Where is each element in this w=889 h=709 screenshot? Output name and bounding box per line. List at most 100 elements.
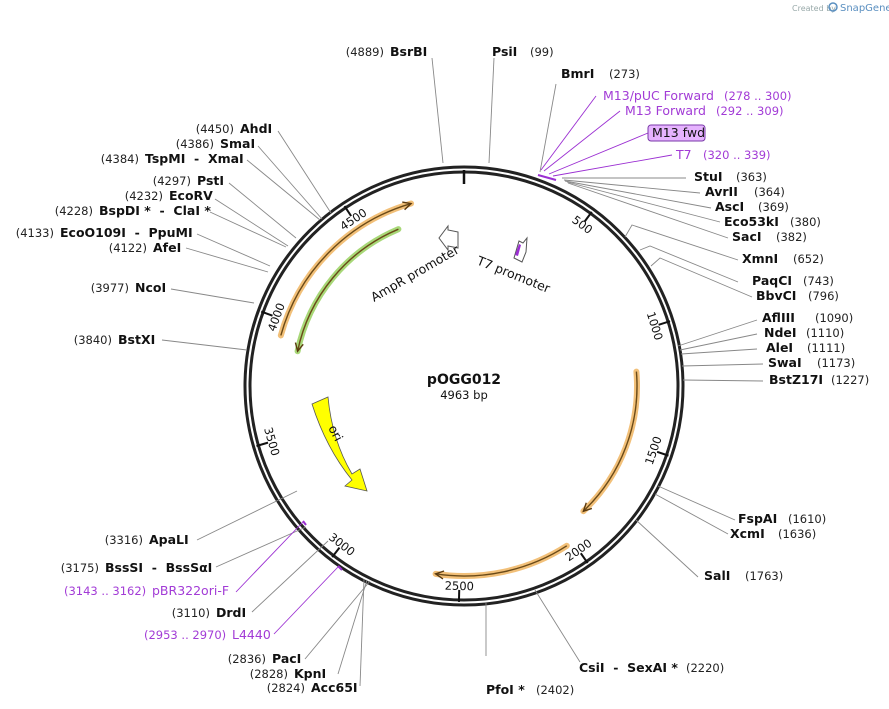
pbr322ori-primer-mark: [302, 520, 307, 526]
tick-label: 1000: [644, 310, 666, 342]
site-bmri: BmrI: [561, 66, 594, 81]
t7-primer-mark: [515, 244, 521, 256]
site-fspai-pos: (1610): [788, 512, 826, 526]
site-bsrbi-pos: (4889): [346, 45, 384, 59]
tick-mark: [331, 546, 341, 558]
site-paci: PacI: [272, 651, 301, 666]
site-bbvci-pos: (796): [808, 289, 839, 303]
site-bsrbi: BsrBI: [390, 44, 427, 59]
site-ecorv-pos: (4232): [125, 189, 163, 203]
site-ahdi: AhdI: [240, 121, 272, 136]
site-psii-pos: (99): [530, 45, 554, 59]
primer-m13-forward: M13 Forward: [625, 103, 706, 118]
orange-feature-right-arc-glow: [580, 368, 640, 515]
feature-arcs: [277, 200, 640, 580]
site-psti-pos: (4297): [153, 174, 191, 188]
site-acc65i: Acc65I: [311, 680, 358, 695]
site-bstxi-pos: (3840): [74, 333, 112, 347]
site-drdi-pos: (3110): [172, 606, 210, 620]
primer-l4440-range: (2953 .. 2970): [144, 628, 226, 642]
primer-t7: T7: [675, 147, 692, 162]
primer-t7-range: (320 .. 339): [703, 148, 771, 162]
plasmid-name: pOGG012: [427, 372, 501, 388]
site-saci-pos: (382): [776, 230, 807, 244]
site-bsssi: BssSI - BssSαI: [105, 560, 212, 575]
site-csii-sexai: CsiI - SexAI *: [579, 660, 678, 675]
ori-label: ori: [325, 422, 346, 443]
site-paqci-pos: (743): [803, 274, 834, 288]
site-pfoi: PfoI *: [486, 682, 525, 697]
site-psti: PstI: [197, 173, 224, 188]
primer-l4440: L4440: [232, 627, 271, 642]
site-afliii-pos: (1090): [815, 311, 853, 325]
site-labels-left: (4889) BsrBI (4450) AhdI (4386) SmaI (43…: [16, 44, 428, 695]
site-acc65i-pos: (2824): [267, 681, 305, 695]
tick-mark: [343, 205, 352, 217]
site-swai: SwaI: [768, 355, 802, 370]
green-feature-arrowhead: [294, 342, 304, 353]
site-labels-right: PsiI (99) BmrI (273) StuI (363) AvrII (3…: [486, 44, 869, 697]
backbone-outer: [243, 165, 685, 607]
site-swai-pos: (1173): [817, 356, 855, 370]
tick-label: 500: [569, 213, 595, 237]
site-psii: PsiI: [492, 44, 517, 59]
site-bstz17i: BstZ17I: [769, 372, 823, 387]
site-paci-pos: (2836): [228, 652, 266, 666]
credit-brand: SnapGene: [840, 3, 889, 14]
site-bsssi-pos: (3175): [61, 561, 99, 575]
site-tspmi-xmai: TspMI - XmaI: [145, 151, 244, 166]
site-afei-pos: (4122): [109, 241, 147, 255]
site-bstz17i-pos: (1227): [831, 373, 869, 387]
site-avrii: AvrII: [705, 184, 738, 199]
site-drdi: DrdI: [216, 605, 246, 620]
orange-feature-bottom-arc: [435, 545, 568, 577]
site-ecoo109i-ppumi: EcoO109I - PpuMI: [60, 225, 193, 240]
site-ndei-pos: (1110): [806, 326, 844, 340]
orange-feature-top-arc: [280, 202, 412, 336]
m13-primer-mark: [537, 174, 557, 181]
site-ncoi-pos: (3977): [91, 281, 129, 295]
site-ndei: NdeI: [764, 325, 797, 340]
site-pfoi-pos: (2402): [536, 683, 574, 697]
orange-feature-top-arrowhead: [402, 201, 413, 211]
site-bstxi: BstXI: [118, 332, 155, 347]
site-afliii: AflIII: [762, 310, 795, 325]
site-ecorv: EcoRV: [169, 188, 213, 203]
tick-mark: [579, 552, 589, 564]
site-eco53ki: Eco53kI: [724, 214, 779, 229]
site-csii-sexai-pos: (2220): [686, 661, 724, 675]
t7-promoter-label: T7 promoter: [474, 252, 553, 296]
primer-labels: M13/pUC Forward (278 .. 300) M13 Forward…: [64, 88, 792, 642]
site-fspai: FspAI: [738, 511, 777, 526]
orange-feature-bottom-arc-glow: [432, 542, 570, 579]
primer-pbr322ori-f-range: (3143 .. 3162): [64, 584, 146, 598]
snapgene-logo-icon: [828, 2, 838, 12]
site-xmni-pos: (652): [793, 252, 824, 266]
site-sali: SalI: [704, 568, 730, 583]
site-xcmi-pos: (1636): [778, 527, 816, 541]
primer-m13-puc-forward-range: (278 .. 300): [724, 89, 792, 103]
site-stui-pos: (363): [736, 170, 767, 184]
tick-label: 3500: [261, 426, 283, 458]
site-eco53ki-pos: (380): [790, 215, 821, 229]
orange-feature-right-arrowhead: [582, 502, 593, 513]
site-alei: AleI: [766, 340, 793, 355]
leader-lines: [161, 57, 764, 687]
tick-mark: [658, 320, 671, 326]
site-xmni: XmnI: [742, 251, 778, 266]
orange-feature-right-arc: [582, 371, 638, 512]
site-kpni-pos: (2828): [250, 667, 288, 681]
t7-promoter-arrow: [513, 236, 528, 263]
credit-prefix: Created by: [792, 4, 836, 13]
site-apali: ApaLI: [149, 532, 189, 547]
site-kpni: KpnI: [294, 666, 326, 681]
primer-m13-fwd: M13 fwd: [652, 125, 705, 140]
site-xcmi: XcmI: [730, 526, 765, 541]
primer-pbr322ori-f: pBR322ori-F: [152, 583, 229, 598]
tick-mark: [583, 211, 593, 223]
plasmid-size: 4963 bp: [440, 388, 488, 402]
site-asci-pos: (369): [758, 200, 789, 214]
ori-arrow: [311, 396, 368, 492]
site-tspmi-xmai-pos: (4384): [101, 152, 139, 166]
